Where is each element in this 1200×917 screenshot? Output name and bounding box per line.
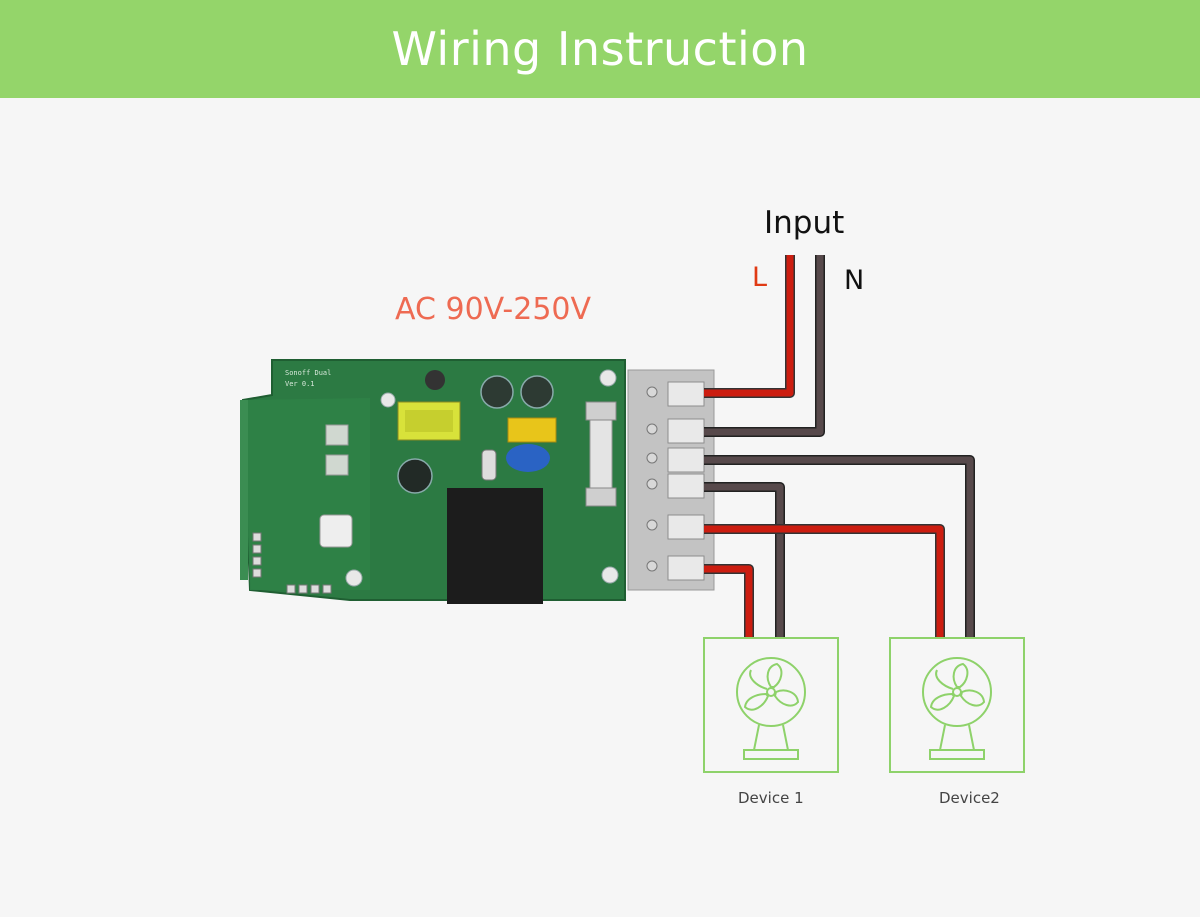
neutral-device2-wire (704, 456, 974, 638)
neutral-label: N (844, 265, 865, 296)
device-1 (703, 637, 839, 773)
device-2 (889, 637, 1025, 773)
live-label: L (752, 262, 768, 293)
terminal-slot (667, 381, 705, 407)
page-title: Wiring Instruction (391, 22, 809, 76)
device-2-label: Device2 (939, 789, 1000, 807)
terminal-block (627, 369, 715, 591)
neutral-device1-wire (704, 483, 784, 638)
live-input-wire (704, 255, 794, 397)
terminal-slot (667, 447, 705, 473)
neutral-input-wire (704, 255, 824, 436)
input-label: Input (764, 205, 845, 241)
pcb-silk-name: Sonoff Dual (285, 369, 331, 377)
fan-icon (736, 657, 806, 760)
header-banner: Wiring Instruction (0, 0, 1200, 98)
pcb-board: Sonoff Dual Ver 0.1 (240, 359, 626, 604)
terminal-slot (667, 473, 705, 499)
device-1-label: Device 1 (738, 789, 804, 807)
terminal-slot (667, 418, 705, 444)
live-device1-wire (704, 565, 753, 638)
voltage-label: AC 90V-250V (395, 292, 592, 327)
terminal-slot (667, 514, 705, 540)
terminal-slot (667, 555, 705, 581)
live-device2-wire (704, 525, 944, 638)
fan-icon (922, 657, 992, 760)
pcb-silk-version: Ver 0.1 (285, 380, 315, 388)
